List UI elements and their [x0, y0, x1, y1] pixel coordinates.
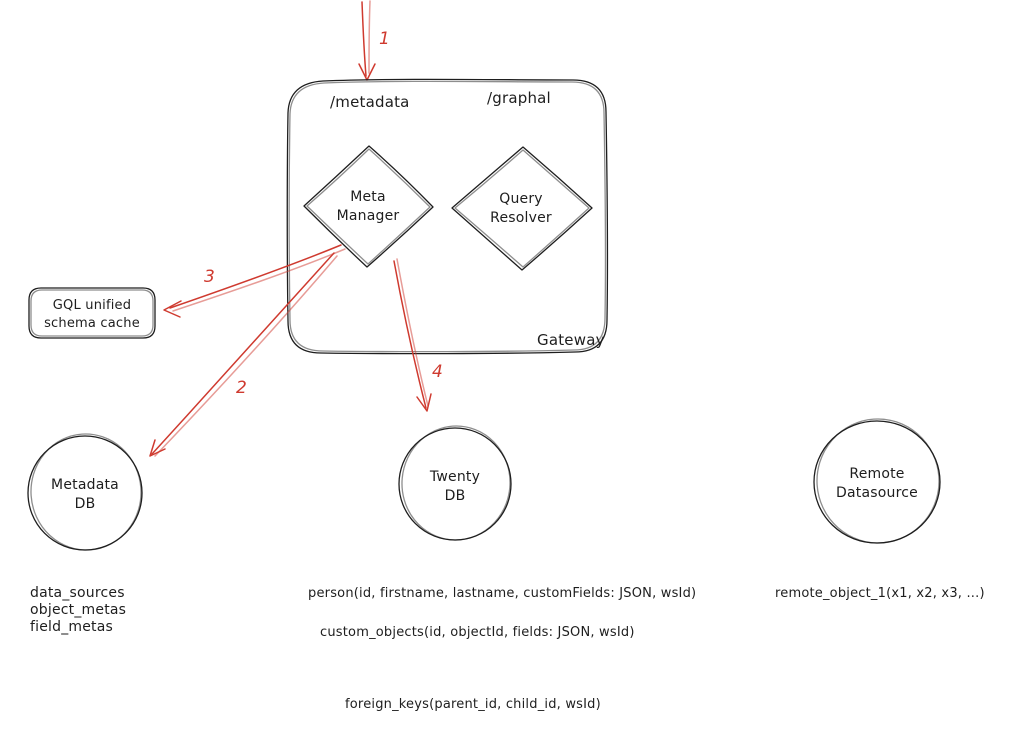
twenty-db-label-line1: Twenty	[429, 469, 480, 485]
metadata-db-circle-ghost	[30, 433, 142, 551]
metadata-db-tables: data_sources object_metas field_metas	[30, 585, 126, 635]
twenty-db-table-2: custom_objects(id, objectId, fields: JSO…	[320, 625, 635, 640]
step2-arrow-line	[151, 252, 335, 455]
twenty-db-node: Twenty DB	[398, 425, 512, 541]
step3-arrow-line-ghost	[172, 248, 346, 312]
twenty-db-table-1: person(id, firstname, lastname, customFi…	[308, 586, 696, 601]
metadata-db-node: Metadata DB	[27, 433, 143, 551]
twenty-db-label-line2: DB	[445, 488, 466, 504]
gateway-box: /metadata /graphal Gateway	[286, 78, 609, 355]
step3-arrowhead-icon	[163, 300, 182, 318]
metadata-db-label-line2: DB	[75, 496, 96, 512]
remote-datasource-circle-ghost	[816, 418, 940, 544]
remote-datasource-table-1: remote_object_1(x1, x2, x3, ...)	[775, 586, 985, 601]
meta-manager-node: Meta Manager	[303, 145, 434, 268]
query-resolver-diamond	[451, 146, 593, 271]
metadata-db-table-3: field_metas	[30, 619, 113, 635]
meta-manager-label-line1: Meta	[350, 189, 386, 205]
step3-label: 3	[204, 267, 215, 287]
step3-arrow: 3	[163, 244, 346, 318]
twenty-db-tables: person(id, firstname, lastname, customFi…	[308, 586, 696, 712]
twenty-db-table-3: foreign_keys(parent_id, child_id, wsId)	[345, 697, 601, 712]
step2-arrow-line-ghost	[154, 255, 338, 457]
query-resolver-label-line2: Resolver	[490, 210, 552, 226]
schema-cache-outline-ghost	[30, 289, 154, 337]
step1-arrow-line	[361, 1, 367, 77]
remote-datasource-node: Remote Datasource	[813, 418, 941, 544]
twenty-db-circle-ghost	[401, 425, 511, 541]
step1-label: 1	[379, 29, 390, 49]
gateway-label: Gateway	[537, 331, 605, 349]
schema-cache-label-line1: GQL unified	[53, 298, 131, 313]
step2-label: 2	[236, 378, 247, 398]
metadata-db-table-1: data_sources	[30, 585, 125, 601]
step2-arrow: 2	[149, 252, 338, 457]
step4-arrow-line	[393, 260, 427, 409]
route-metadata-label: /metadata	[330, 93, 410, 111]
remote-datasource-tables: remote_object_1(x1, x2, x3, ...)	[775, 586, 985, 601]
query-resolver-diamond-ghost	[454, 149, 590, 268]
step4-arrowhead-icon	[416, 393, 432, 412]
metadata-db-table-2: object_metas	[30, 602, 126, 618]
step4-label: 4	[432, 362, 443, 382]
meta-manager-label-line2: Manager	[337, 208, 400, 224]
meta-manager-diamond	[303, 145, 434, 268]
meta-manager-diamond-ghost	[306, 148, 431, 265]
query-resolver-node: Query Resolver	[451, 146, 593, 271]
step1-arrow-line-ghost	[368, 0, 371, 74]
query-resolver-label-line1: Query	[499, 191, 543, 207]
route-graphql-label: /graphal	[487, 89, 551, 107]
schema-cache-outline	[28, 287, 156, 339]
gateway-outline	[286, 78, 609, 355]
step4-arrow-line-ghost	[396, 258, 429, 407]
remote-datasource-label-line2: Datasource	[836, 485, 918, 501]
schema-cache-label-line2: schema cache	[44, 316, 140, 331]
schema-cache-node: GQL unified schema cache	[28, 287, 156, 339]
step1-arrowhead-icon	[358, 63, 376, 81]
step1-arrow: 1	[358, 0, 390, 81]
step4-arrow: 4	[393, 258, 443, 412]
metadata-db-label-line1: Metadata	[51, 477, 119, 493]
step3-arrow-line	[169, 244, 342, 309]
remote-datasource-label-line1: Remote	[849, 466, 904, 482]
gateway-outline-ghost	[288, 80, 607, 353]
step2-arrowhead-icon	[149, 439, 166, 457]
